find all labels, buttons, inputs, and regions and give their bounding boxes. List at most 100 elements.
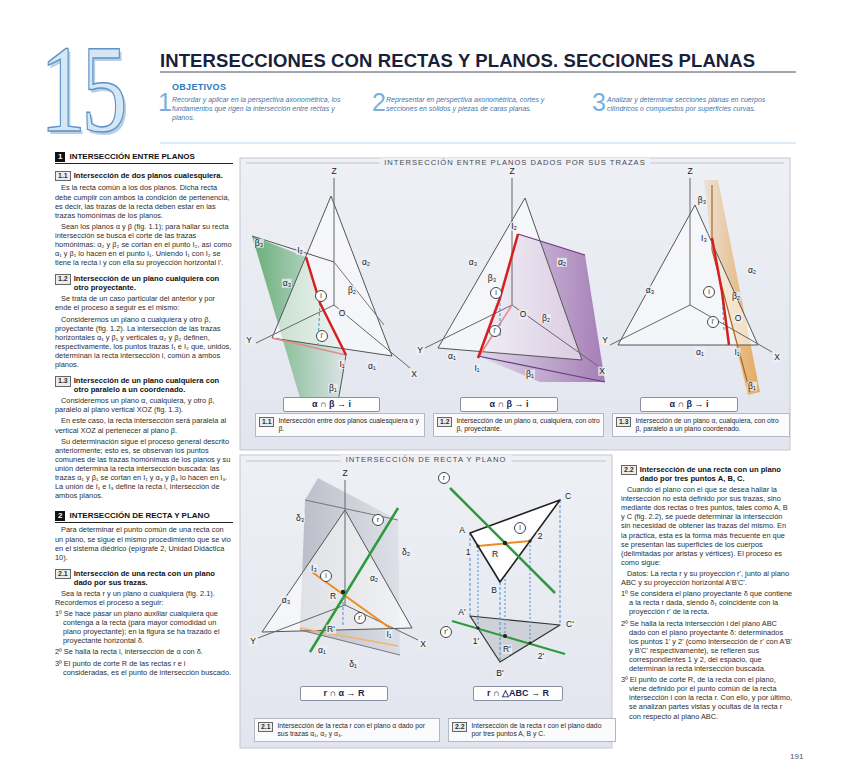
formula-text: r ∩ α → R	[323, 688, 364, 698]
formula-box: α ∩ β → i	[460, 397, 558, 412]
subsection-heading: Intersección de un plano cualquiera con …	[74, 376, 233, 394]
section-heading-row: 2INTERSECCIÓN DE RECTA Y PLANO	[55, 511, 233, 523]
callout-letter: i	[490, 287, 502, 299]
figure-label: I₁	[473, 364, 480, 373]
objective-number: 3	[592, 90, 606, 115]
caption-text: Intersección de la recta r con el plano …	[471, 722, 612, 738]
body-paragraph: Es la recta común a los dos planos. Dich…	[55, 183, 233, 219]
figure-label: α₃	[645, 286, 655, 295]
figure-label: I₁	[338, 360, 345, 369]
figure-label: β₂	[541, 314, 551, 323]
figure-label: α₂	[369, 574, 379, 583]
subsection-number: 1.2	[55, 274, 71, 284]
callout-letter: i'	[489, 325, 501, 337]
figure-label: I₃	[700, 234, 708, 243]
figure-label: I₂	[510, 222, 518, 231]
procedure-step: 2º Se halla la recta intersección i del …	[621, 619, 793, 674]
figure-label: α₂	[747, 266, 757, 275]
section-number: 1	[55, 152, 65, 162]
caption-box: 2.1 Intersección de la recta r con el pla…	[254, 718, 440, 742]
caption-text: Intersección de un plano α, cualquiera, …	[456, 417, 600, 433]
figure-label: δ₁	[348, 660, 358, 669]
caption-box: 1.1 Intersección entre dos planos cualesq…	[255, 413, 425, 437]
figure-label: B	[490, 586, 498, 595]
figure-label: A'	[457, 608, 466, 617]
body-paragraph: Consideremos un plano α, cualquiera, y o…	[55, 396, 233, 414]
callout-letter: i'	[316, 330, 328, 342]
callout-letter: r'	[440, 626, 452, 638]
panel-heading: INTERSECCIÓN ENTRE PLANOS DADOS POR SUS …	[379, 158, 650, 167]
page-number: 191	[790, 752, 803, 761]
figure-label: I₁	[385, 630, 392, 639]
figure-label: Y	[245, 336, 253, 345]
figure-label: 1'	[472, 637, 480, 646]
callout-letter: i	[514, 522, 526, 534]
caption-text: Intersección de un plano α, cualquiera, …	[635, 417, 786, 433]
objective-text: Recordar y aplicar en la perspectiva axo…	[172, 96, 357, 122]
figure-label: X	[419, 640, 427, 649]
callout-letter: r	[438, 472, 450, 484]
callout-letter: r'	[354, 612, 366, 624]
objective-number: 1	[158, 90, 172, 115]
figure-label: I₁	[733, 348, 740, 357]
figure-label: β₂	[347, 286, 357, 295]
figure-label: β₁	[525, 370, 535, 379]
section-heading: INTERSECCIÓN DE RECTA Y PLANO	[69, 511, 209, 521]
subsection-number: 2.2	[621, 465, 637, 475]
figure-number: 1.1	[259, 417, 274, 427]
body-paragraph: Consideremos un plano α cualquiera y otr…	[55, 315, 233, 370]
figure-label: α₁	[367, 362, 377, 371]
caption-text: Intersección entre dos planos cualesquie…	[278, 417, 421, 433]
procedure-step: 3º El punto de corte R de las rectas r e…	[55, 659, 233, 677]
text-column: 1INTERSECCIÓN ENTRE PLANOS 1.1Intersecció…	[55, 152, 233, 677]
objective-number: 2	[372, 90, 386, 115]
figure-label: α₁	[317, 646, 327, 655]
formula-box: α ∩ β → i	[640, 397, 738, 412]
caption-text: Intersección de la recta r con el plano …	[277, 722, 436, 738]
figure-label: C	[564, 492, 572, 501]
figure-label: O	[338, 309, 347, 318]
chapter-number: 15	[40, 28, 123, 152]
figure-label: α₂	[557, 258, 567, 267]
figure-label: O	[734, 314, 743, 323]
callout-letter: i	[315, 290, 327, 302]
figure-label: α₂	[361, 258, 371, 267]
figure-label: R	[491, 550, 499, 559]
subsection-heading-row: 2.2Intersección de una recta con un plan…	[621, 465, 793, 483]
subsection-heading-row: 1.1Intersección de dos planos cualesquie…	[55, 171, 233, 181]
figure-label: α₃	[281, 596, 291, 605]
procedure-step: 3º El punto de corte R, de la recta con …	[621, 675, 793, 721]
figure-label: Y	[601, 336, 609, 345]
text-column: 2.2Intersección de una recta con un plan…	[621, 458, 793, 721]
figure-label: 2	[537, 532, 544, 541]
figure-label: α₃	[282, 279, 292, 288]
body-paragraph: Datos: La recta r y su proyección r', ju…	[621, 569, 793, 587]
figure-label: X	[410, 370, 418, 379]
figure-label: β₁	[328, 384, 338, 393]
figure-panel: INTERSECCIÓN DE RECTA Y PLANOr ∩ α → R2.…	[240, 455, 612, 748]
figure-label: A	[458, 526, 466, 535]
body-paragraph: Sean los planos α y β (fig. 1.1); para h…	[55, 222, 233, 268]
figure-label: X	[598, 367, 606, 376]
subsection-heading: Intersección de una recta con un plano d…	[74, 569, 233, 587]
figure-label: δ₂	[401, 548, 411, 557]
subsection-heading-row: 1.2Intersección de un plano cualquiera c…	[55, 274, 233, 292]
figure-label: δ₃	[295, 514, 305, 523]
figure-label: β₁	[747, 382, 757, 391]
body-paragraph: Sea la recta r y un plano α cualquiera (…	[55, 589, 233, 607]
formula-box: α ∩ β → i	[283, 397, 380, 412]
body-paragraph: Para determinar el punto común de una re…	[55, 525, 233, 561]
section-heading-row: 1INTERSECCIÓN ENTRE PLANOS	[55, 152, 233, 164]
formula-text: α ∩ β → i	[669, 399, 708, 409]
body-paragraph: En este caso, la recta intersección será…	[55, 416, 233, 434]
figure-label: Z	[508, 167, 515, 176]
body-paragraph: Su determinación sigue el proceso genera…	[55, 437, 233, 501]
figure-number: 2.1	[258, 722, 273, 732]
figure-label: Y	[416, 346, 424, 355]
formula-text: r ∩ △ABC → R	[487, 688, 549, 698]
figure-label: I₃	[310, 564, 318, 573]
figure-number: 1.2	[437, 417, 452, 427]
objective-text: Representar en perspectiva axonométrica,…	[386, 96, 566, 114]
figure-label: R	[329, 592, 337, 601]
subsection-heading-row: 2.1Intersección de una recta con un plan…	[55, 569, 233, 587]
